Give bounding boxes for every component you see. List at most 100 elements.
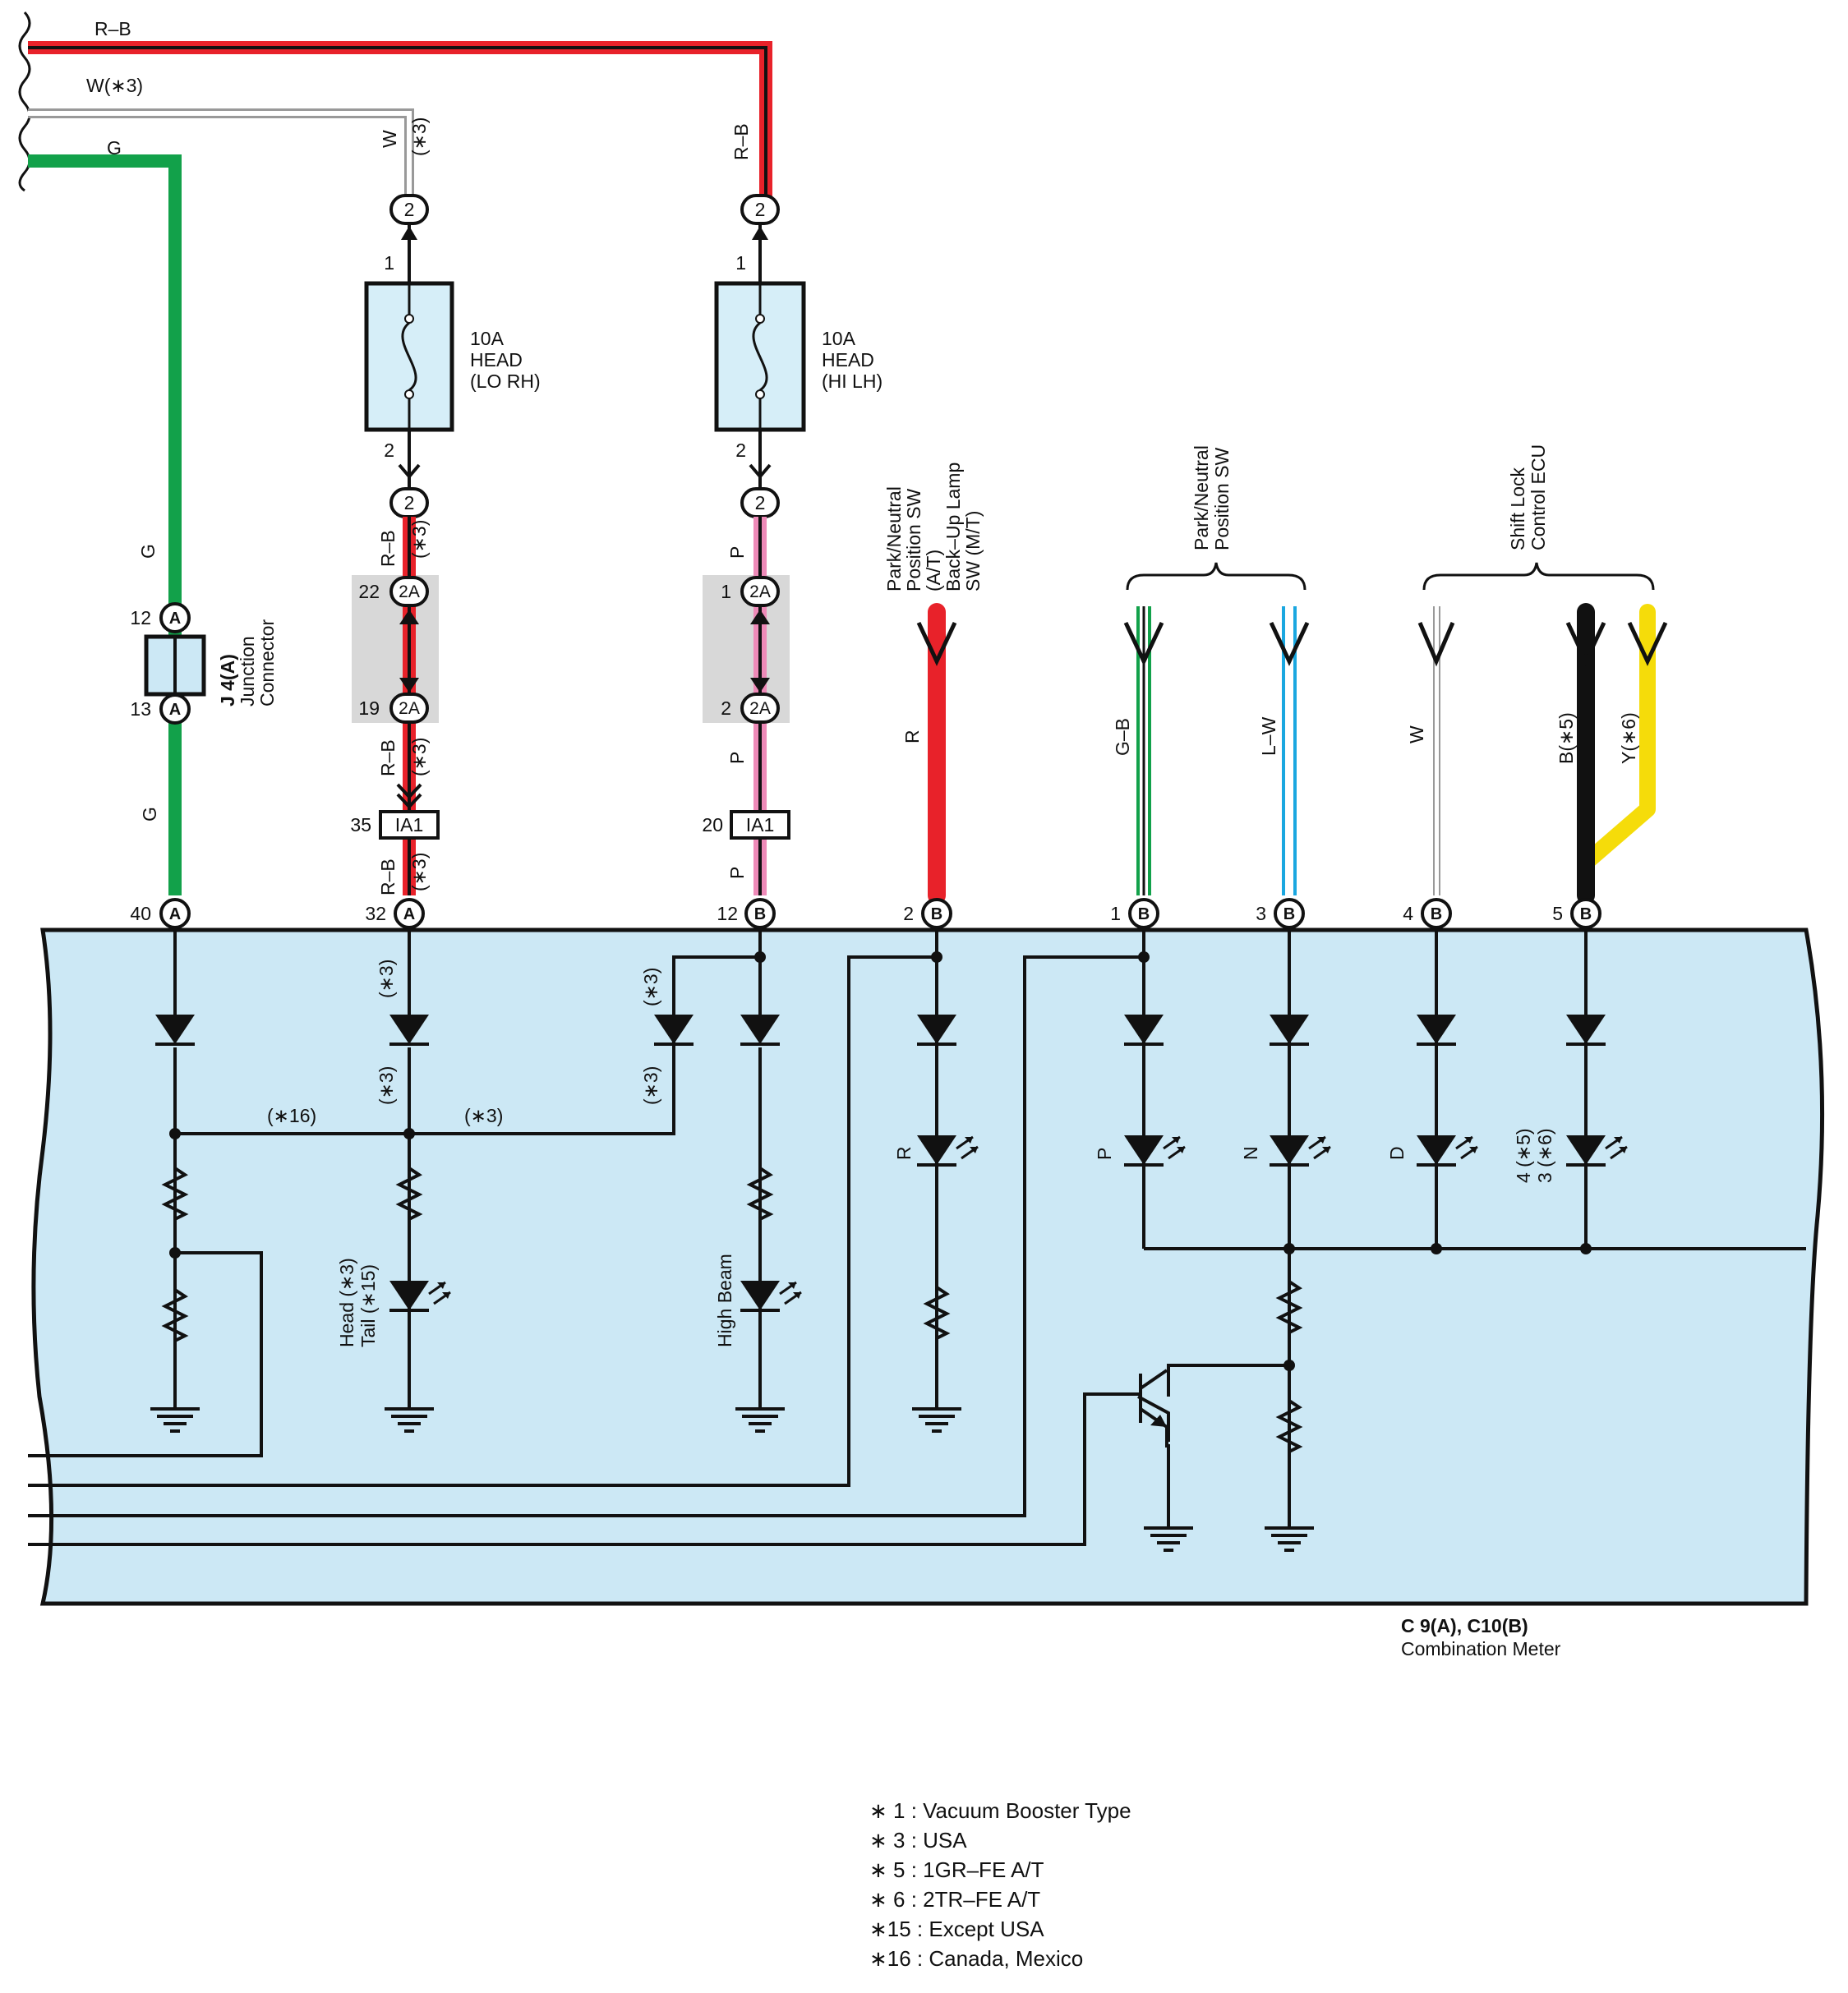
note-label: (∗3): [408, 738, 430, 776]
label-ecu-2: Control ECU: [1528, 444, 1549, 550]
wire-w: [1433, 606, 1440, 895]
lamp-high-beam-label: High Beam: [714, 1254, 735, 1347]
pin-number: 2: [384, 440, 394, 461]
bracket: [1126, 562, 1307, 591]
meter-pin-5: B 5: [1552, 898, 1601, 929]
indicator-4-5: 4 (∗5): [1513, 1128, 1534, 1183]
label-pn-3: (A/T): [923, 550, 944, 591]
pin-number: 40: [130, 903, 151, 924]
connector-pin: 2: [404, 492, 415, 513]
note-16: (∗16): [267, 1105, 316, 1126]
wire-w3-top: [28, 108, 414, 204]
pin-number: 35: [350, 814, 371, 835]
note-line: ∗16 : Canada, Mexico: [869, 1946, 1083, 1971]
connector-pin: 2: [755, 492, 766, 513]
ia1-connector: [379, 810, 440, 840]
wire-label: P: [726, 752, 748, 764]
fuse-name: HEAD: [470, 349, 523, 371]
wire-label: L–W: [1258, 716, 1279, 756]
label-pn-4: Back–Up Lamp: [942, 463, 964, 591]
label-ecu-1: Shift Lock: [1507, 467, 1528, 550]
wire-gb: [1136, 606, 1151, 895]
note-label: (∗3): [408, 117, 430, 156]
wire-g-top: [28, 154, 182, 895]
note-label: (∗3): [640, 1066, 661, 1105]
pin-number: 22: [358, 581, 380, 602]
wire-label: G: [137, 544, 159, 559]
wire-label: W: [379, 130, 400, 148]
meter-pin-12: B 12: [717, 898, 776, 929]
conn-letter: B: [1431, 905, 1442, 923]
connector-pin: 2: [755, 199, 766, 220]
note-label: (∗3): [376, 1066, 397, 1105]
wire-label: R–B: [377, 739, 399, 776]
note-label: (∗3): [376, 960, 397, 998]
indicator-p: P: [1094, 1148, 1115, 1160]
conn-letter: B: [1580, 905, 1592, 923]
conn-letter: B: [754, 905, 766, 923]
connector-2a: 2A: [399, 699, 420, 718]
conn-letter: B: [1138, 905, 1150, 923]
pin-number: 2: [721, 697, 731, 719]
wire-label: R: [901, 730, 923, 743]
meter-name: Combination Meter: [1401, 1638, 1561, 1659]
wire-label: P: [726, 867, 748, 879]
note-line: ∗ 3 : USA: [869, 1828, 967, 1853]
conn-letter: B: [1283, 905, 1295, 923]
meter-pin-2: B 2: [903, 898, 952, 929]
pin-number: 3: [1256, 903, 1266, 924]
conn-letter: A: [169, 701, 181, 719]
connector-2a: 2A: [749, 699, 771, 718]
conn-letter: B: [931, 905, 942, 923]
pin-number: 1: [384, 252, 394, 274]
indicator-d: D: [1386, 1146, 1408, 1160]
note-3: (∗3): [464, 1105, 503, 1126]
wire-g-label: G: [107, 137, 122, 159]
combination-meter-box: [31, 927, 1825, 1606]
note-line: ∗ 6 : 2TR–FE A/T: [869, 1887, 1040, 1912]
fuse-amp: 10A: [470, 328, 505, 349]
lamp-head-label: Head (∗3): [336, 1258, 357, 1347]
note-line: ∗15 : Except USA: [869, 1917, 1044, 1941]
ia1-connector: [730, 810, 790, 840]
connector-2a: 2A: [399, 582, 420, 601]
wire-label: W: [1406, 725, 1427, 743]
label-pn-sw-2: Position SW: [1211, 447, 1233, 550]
jc-name-2: Connector: [256, 619, 278, 707]
conn-letter: A: [403, 905, 415, 923]
pin-number: 2: [903, 903, 914, 924]
connector-pin: 2: [404, 199, 415, 220]
wire-rb-top: [28, 41, 772, 204]
pin-number: 4: [1403, 903, 1413, 924]
indicator-3-6: 3 (∗6): [1534, 1128, 1555, 1183]
wire-label: Y(∗6): [1618, 712, 1639, 764]
meter-pin-32: A 32: [365, 898, 425, 929]
pin-number: 19: [358, 697, 380, 719]
conn-letter: A: [169, 905, 181, 923]
connector-2a: 2A: [749, 582, 771, 601]
fuse-amp: 10A: [822, 328, 856, 349]
ia1-label: IA1: [395, 814, 424, 835]
notes: ∗ 1 : Vacuum Booster Type ∗ 3 : USA ∗ 5 …: [869, 1798, 1131, 1971]
label-pn-5: SW (M/T): [962, 511, 984, 591]
pin-number: 1: [735, 252, 746, 274]
jc-id: J 4(A): [217, 654, 238, 707]
wire-label: G–B: [1112, 718, 1133, 756]
lamp-tail-label: Tail (∗15): [357, 1264, 379, 1347]
fuse-sub: (LO RH): [470, 371, 541, 392]
pin-number: 5: [1552, 903, 1563, 924]
pin-number: 13: [130, 698, 151, 720]
pin-number: 12: [717, 903, 738, 924]
meter-pin-40: A 40: [130, 898, 191, 929]
wire-label: B(∗5): [1555, 712, 1577, 764]
pin-number: 1: [721, 581, 731, 602]
pin-number: 20: [702, 814, 723, 835]
wire-lw: [1282, 606, 1297, 895]
wire-label: R–B: [377, 530, 399, 567]
wire-label: G: [139, 807, 160, 822]
note-line: ∗ 1 : Vacuum Booster Type: [869, 1798, 1131, 1823]
wire-label: R–B: [377, 858, 399, 895]
meter-pin-1: B 1: [1110, 898, 1159, 929]
note-line: ∗ 5 : 1GR–FE A/T: [869, 1857, 1044, 1882]
